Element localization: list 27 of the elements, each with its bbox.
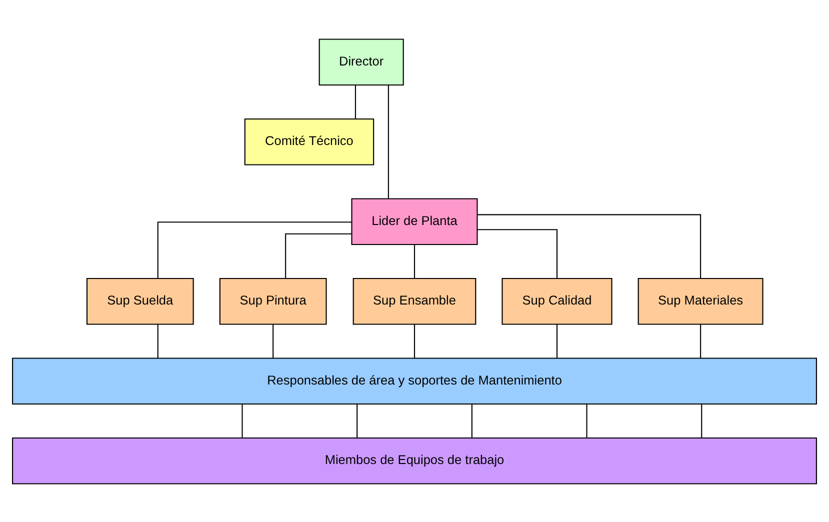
node-box: Sup Materiales: [638, 277, 764, 324]
connector: [157, 324, 158, 358]
connector: [157, 221, 352, 278]
node-box: Miembos de Equipos de trabajo: [12, 436, 817, 484]
node-box: Sup Pintura: [219, 277, 327, 324]
connector: [586, 404, 588, 438]
connector: [700, 324, 702, 358]
node-box: Sup Ensamble: [352, 277, 476, 324]
connector: [477, 228, 558, 278]
node-box: Responsables de área y soportes de Mantenimiento: [12, 357, 817, 404]
connector: [388, 84, 389, 198]
connector: [242, 404, 243, 438]
connector: [272, 324, 274, 358]
node-box: Comité Técnico: [244, 118, 374, 165]
node-box: Sup Suelda: [86, 277, 194, 324]
connector: [414, 324, 416, 358]
connector: [701, 404, 702, 438]
connector: [471, 404, 472, 438]
connector: [354, 84, 356, 118]
connector: [285, 232, 352, 278]
connector: [414, 244, 416, 278]
connector: [477, 214, 702, 278]
node-box: Sup Calidad: [502, 277, 612, 324]
connector: [356, 404, 358, 438]
node-box: Director: [318, 38, 404, 86]
node-box: Lider de Planta: [351, 198, 478, 245]
connector: [556, 324, 558, 358]
